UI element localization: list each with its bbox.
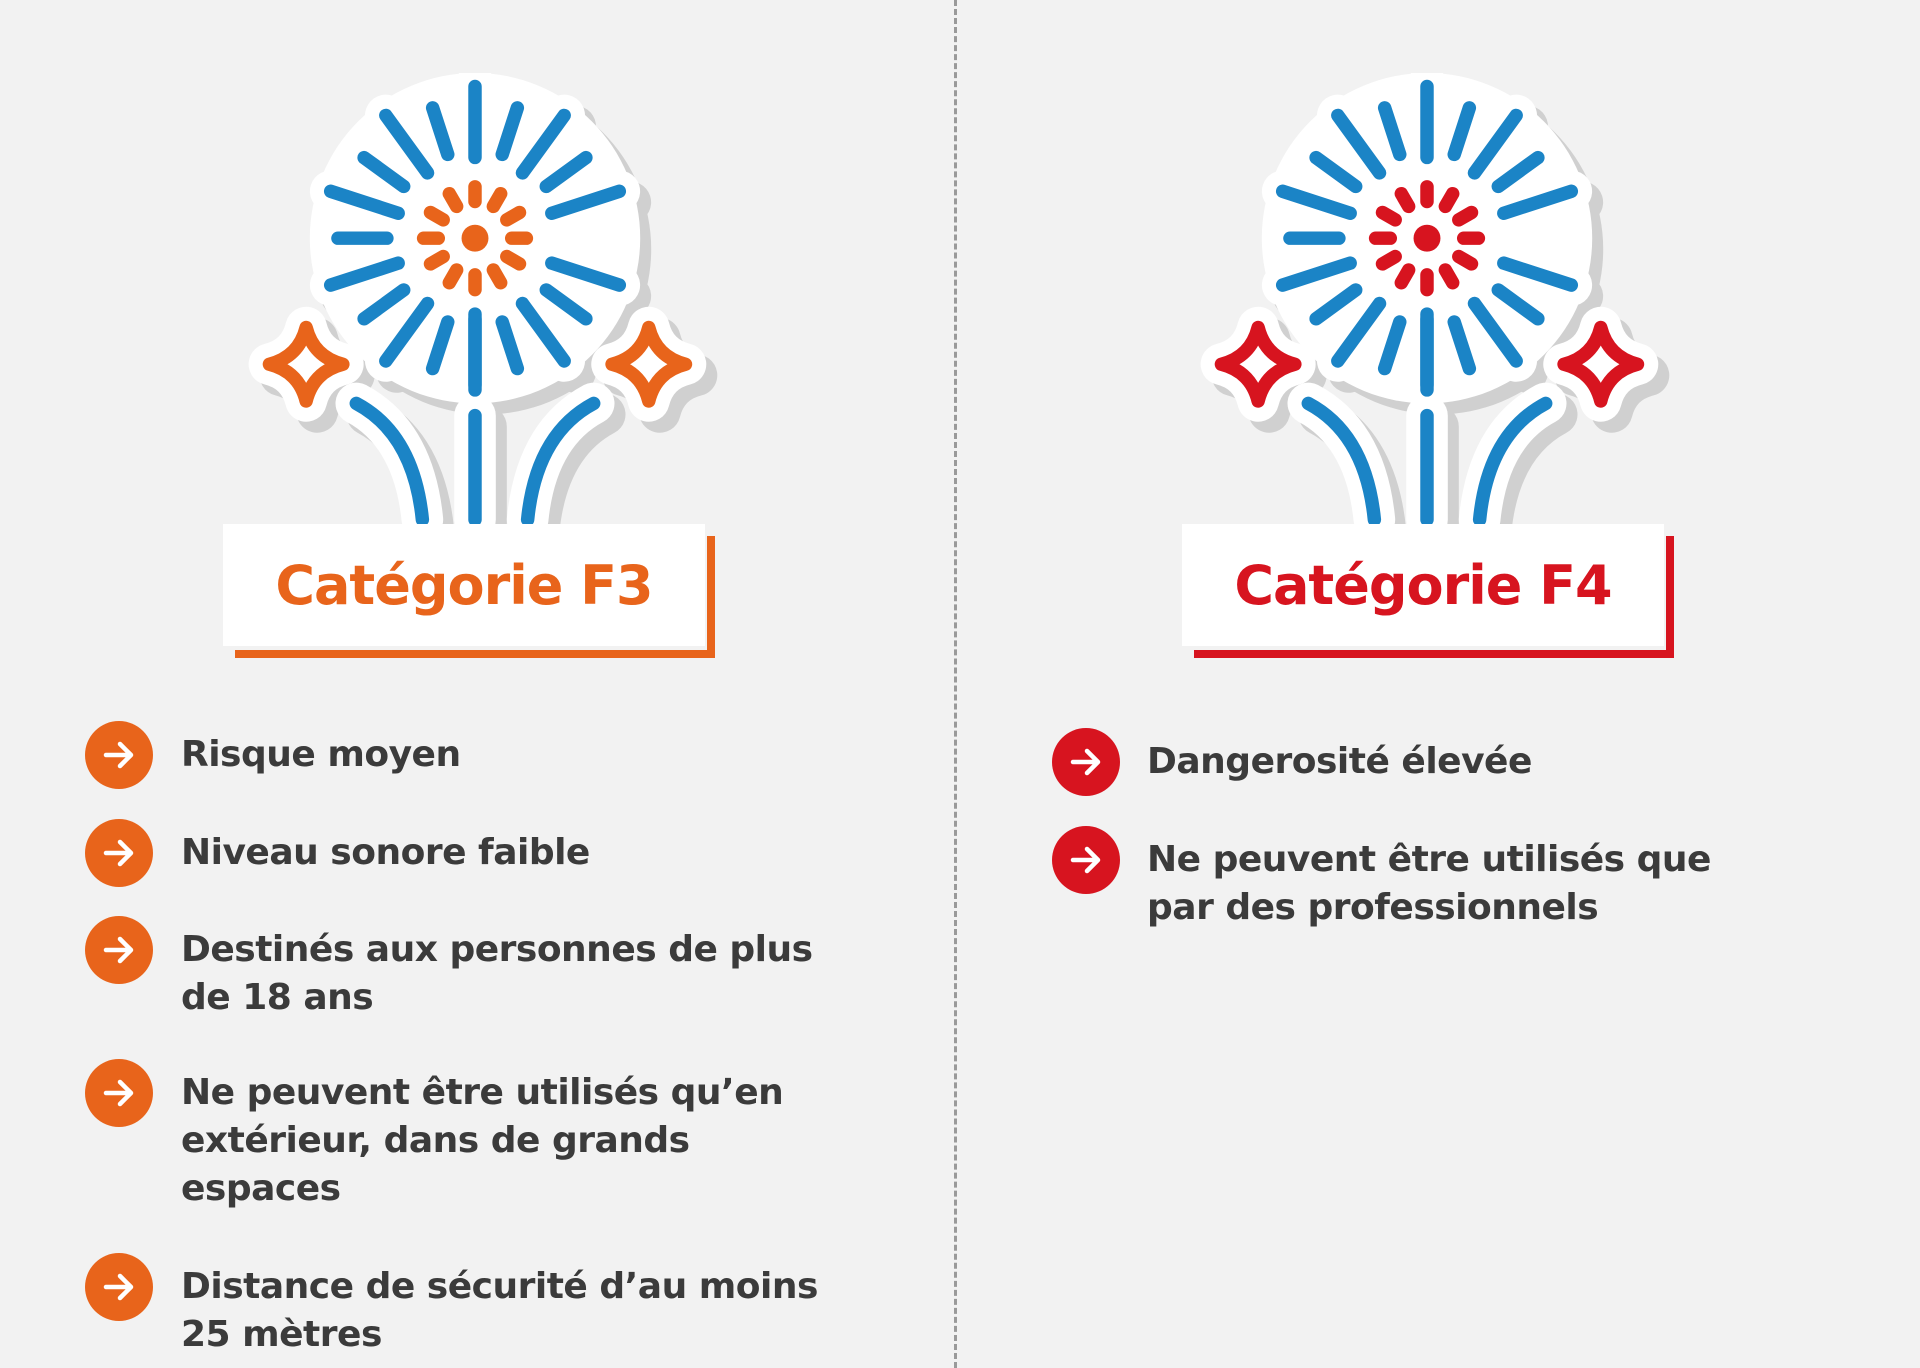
item-text: Ne peuvent être utilisés qu’en extérieur,…	[181, 1069, 784, 1213]
item-text: Dangerosité élevée	[1147, 738, 1532, 786]
item-text-line: 25 mètres	[181, 1314, 382, 1355]
label-underline	[1194, 536, 1674, 658]
firework-icon	[1200, 73, 1670, 538]
category-title: Catégorie F3	[223, 524, 705, 646]
item-text-line: par des professionnels	[1147, 887, 1599, 928]
firework-strokes	[262, 79, 693, 527]
firework-strokes	[1214, 79, 1645, 527]
item-text: Ne peuvent être utilisés que par des prof…	[1147, 836, 1711, 932]
item-text-line: Ne peuvent être utilisés que	[1147, 839, 1711, 880]
label-underline	[235, 536, 715, 658]
arrow-right-icon	[85, 916, 153, 984]
item-text-line: Ne peuvent être utilisés qu’en	[181, 1072, 784, 1113]
item-text-line: espaces	[181, 1168, 341, 1209]
arrow-right-icon	[85, 819, 153, 887]
category-title: Catégorie F4	[1182, 524, 1664, 646]
item-text-line: extérieur, dans de grands	[181, 1120, 690, 1161]
item-text: Niveau sonore faible	[181, 829, 590, 877]
item-text-line: Distance de sécurité d’au moins	[181, 1266, 818, 1307]
item-text: Risque moyen	[181, 731, 461, 779]
firework-icon	[248, 73, 718, 538]
arrow-right-icon	[1052, 826, 1120, 894]
item-text-line: de 18 ans	[181, 977, 374, 1018]
column-divider	[954, 0, 957, 1368]
category-label-f3: Catégorie F3	[223, 524, 715, 658]
item-text-line: Niveau sonore faible	[181, 832, 590, 873]
arrow-right-icon	[85, 1253, 153, 1321]
item-text-line: Risque moyen	[181, 734, 461, 775]
item-text-line: Destinés aux personnes de plus	[181, 929, 813, 970]
arrow-right-icon	[85, 721, 153, 789]
category-label-f4: Catégorie F4	[1182, 524, 1674, 658]
item-text: Distance de sécurité d’au moins 25 mètres	[181, 1263, 818, 1359]
arrow-right-icon	[85, 1059, 153, 1127]
item-text-line: Dangerosité élevée	[1147, 741, 1532, 782]
arrow-right-icon	[1052, 728, 1120, 796]
item-text: Destinés aux personnes de plus de 18 ans	[181, 926, 813, 1022]
